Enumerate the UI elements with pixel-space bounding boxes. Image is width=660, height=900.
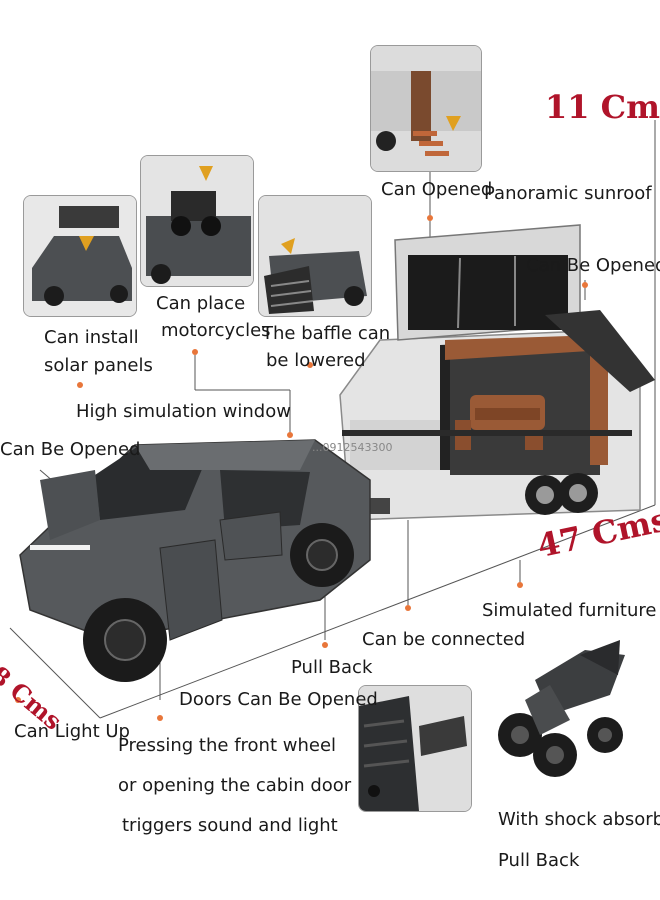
- camper-trailer: [339, 224, 655, 521]
- label-be-lowered: be lowered: [266, 350, 366, 371]
- thumb-shock-absorber: [358, 685, 472, 812]
- label-motorcycles: motorcycles: [161, 320, 271, 341]
- callout-markers: [15, 215, 588, 721]
- label-sunroof-can-be-opened: Can Be Opened: [526, 255, 660, 276]
- pickup-truck: [19, 439, 371, 682]
- label-pressing-line2: or opening the cabin door: [118, 775, 352, 796]
- label-baffle-can: The baffle can: [262, 323, 391, 344]
- label-can-install: Can install: [44, 327, 139, 348]
- label-pressing-line1: Pressing the front wheel: [118, 735, 337, 756]
- label-with-shock-absorbers: With shock absorbers: [498, 809, 660, 830]
- label-high-simulation-window: High simulation window: [76, 401, 291, 422]
- label-hood-can-be-opened: Can Be Opened: [0, 439, 141, 460]
- label-can-opened: Can Opened: [381, 179, 493, 200]
- thumb-baffle: [258, 195, 372, 317]
- label-pressing-line3: triggers sound and light: [122, 815, 338, 836]
- atv-model-image: [498, 640, 625, 777]
- thumb-motorcycle: [140, 155, 254, 287]
- label-solar-panels: solar panels: [44, 355, 153, 376]
- watermark-text: ...0912543300: [312, 441, 393, 454]
- thumb-solar-panel: [23, 195, 137, 317]
- label-doors-can-be-opened: Doors Can Be Opened: [179, 689, 378, 710]
- label-can-be-connected: Can be connected: [362, 629, 526, 650]
- thumb-stairs-door: [370, 45, 482, 172]
- label-panoramic-sunroof: Panoramic sunroof: [484, 183, 652, 204]
- label-can-place: Can place: [156, 293, 246, 314]
- height-dimension-label: 11 Cms: [545, 88, 660, 126]
- label-simulated-furniture: Simulated furniture: [482, 600, 657, 621]
- label-can-light-up: Can Light Up: [14, 721, 130, 742]
- label-pull-back-truck: Pull Back: [291, 657, 373, 678]
- label-pull-back-atv: Pull Back: [498, 850, 580, 871]
